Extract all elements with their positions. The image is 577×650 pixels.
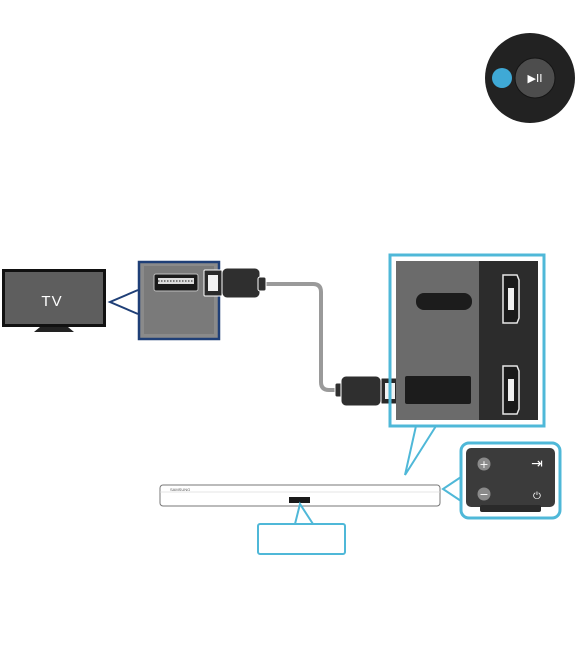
hdmi-in-port (502, 365, 520, 415)
hdmi-out-label (416, 293, 472, 310)
soundbar-hdmi-panel-callout (388, 253, 546, 476)
tv-hdmi-port-callout (107, 260, 221, 341)
remote-play-pause-button[interactable]: ▶II (485, 33, 575, 123)
soundbar-display (289, 497, 310, 503)
volume-down-icon: − (479, 488, 488, 501)
hdmi-in-label (405, 376, 471, 404)
tv-label: TV (41, 293, 62, 310)
play-pause-icon: ▶II (528, 72, 543, 85)
volume-up-icon: + (479, 458, 488, 471)
soundbar-brand: SAMSUNG (170, 487, 190, 492)
power-icon: ⏻ (533, 491, 541, 502)
tv-set: TV (2, 269, 106, 332)
volume-down-button[interactable]: − (477, 487, 491, 502)
soundbar-buttons-callout: + − ⇥ ⏻ (441, 441, 562, 520)
display-callout (257, 501, 346, 555)
press-indicator-dot (492, 68, 512, 88)
volume-up-button[interactable]: + (477, 457, 491, 472)
source-input-icon: ⇥ (531, 456, 543, 472)
source-button[interactable]: ⇥ (531, 456, 543, 472)
hdmi-cable (203, 267, 400, 407)
hdmi-out-port (502, 274, 520, 324)
hdmi-plug-soundbar (340, 375, 382, 407)
power-button[interactable]: ⏻ (533, 491, 541, 502)
